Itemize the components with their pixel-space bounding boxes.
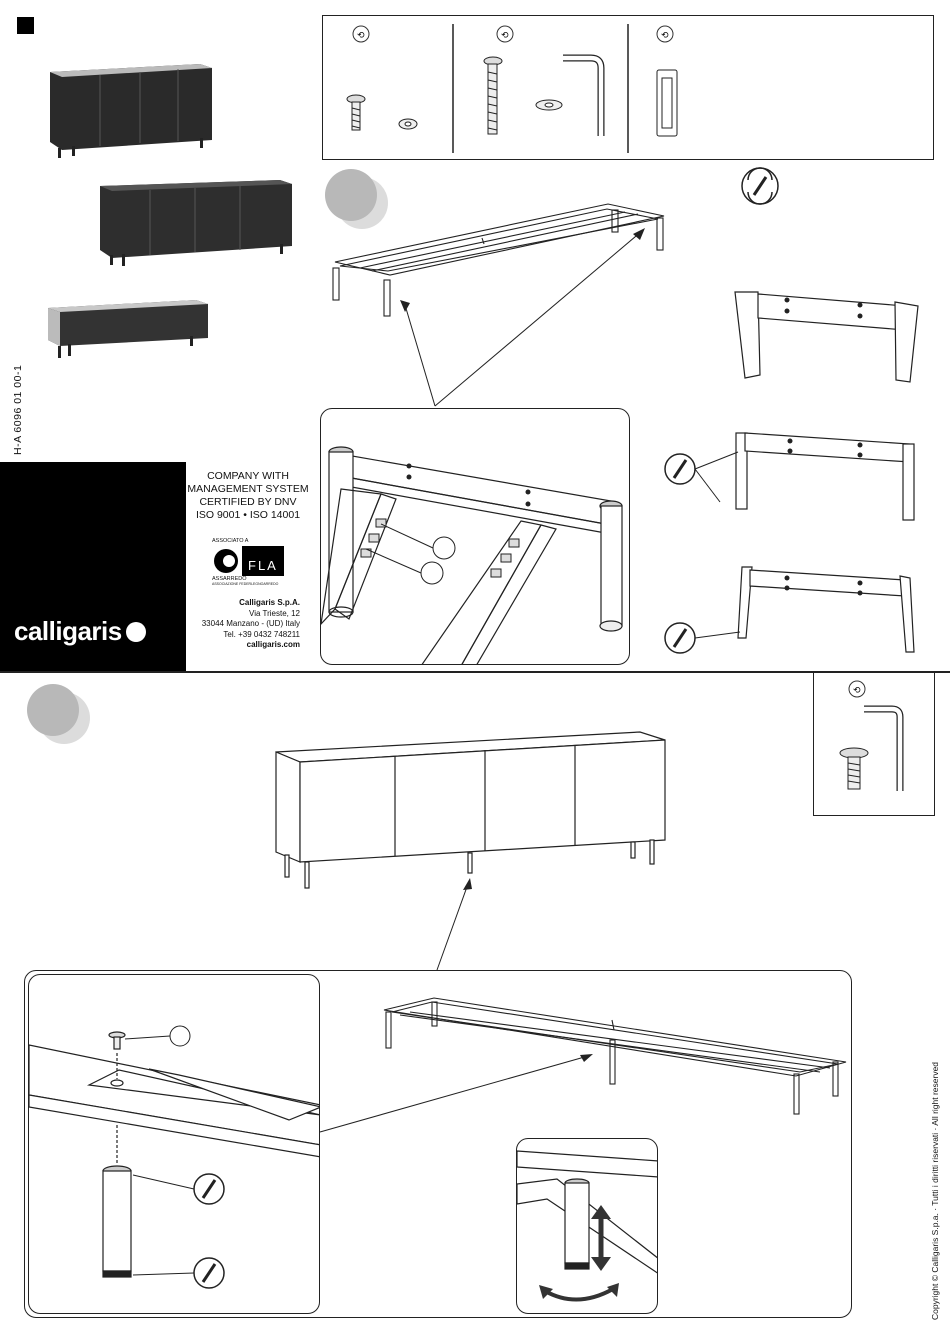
company-city: 33044 Manzano - (UD) Italy xyxy=(201,619,300,628)
company-phone: Tel. +39 0432 748211 xyxy=(223,629,300,639)
wrench-icon: ⟲ xyxy=(656,25,674,43)
company-name: Calligaris S.p.A. xyxy=(239,598,300,607)
fla-top-text: ASSOCIATO A xyxy=(212,538,249,544)
svg-text:⟲: ⟲ xyxy=(853,686,861,696)
allen-key-icon xyxy=(563,54,605,136)
leveling-screw-icon xyxy=(839,747,869,790)
frame-joint-detail xyxy=(320,408,630,665)
sideboard-thumbnail-wide xyxy=(100,180,292,266)
svg-text:⟲: ⟲ xyxy=(661,31,669,41)
leg-attachment-detail xyxy=(28,974,320,1314)
short-screw-icon xyxy=(346,94,366,131)
fla-name: FLA xyxy=(248,558,278,573)
cert-line: MANAGEMENT SYSTEM xyxy=(187,483,309,495)
sideboard-thumbnail-tall xyxy=(50,64,212,158)
washer-icon xyxy=(535,99,563,111)
copyright-notice: Copyright © Calligaris S.p.a. · Tutti i … xyxy=(930,1061,940,1320)
fla-logo: FLA xyxy=(212,546,284,576)
wrench-icon: ⟲ xyxy=(496,25,514,43)
company-web: calligaris.com xyxy=(246,640,300,649)
leveling-pad-icon xyxy=(656,69,678,137)
svg-text:⟲: ⟲ xyxy=(501,31,509,41)
step-circle xyxy=(325,169,377,221)
cert-line: ISO 9001 • ISO 14001 xyxy=(195,509,301,521)
certification-block: COMPANY WITH MANAGEMENT SYSTEM CERTIFIED… xyxy=(186,470,310,522)
hardware-parts-box: ⟲ ⟲ ⟲ xyxy=(322,15,934,160)
brand-panel xyxy=(0,462,186,672)
logo-mark-icon xyxy=(125,622,146,642)
svg-text:⟲: ⟲ xyxy=(357,31,365,41)
fla-bottom-text: ASSARREDO xyxy=(212,576,247,582)
washer-icon xyxy=(398,118,418,130)
long-screw-icon xyxy=(483,56,503,135)
company-street: Via Trieste, 12 xyxy=(249,608,300,618)
section-divider xyxy=(0,671,950,673)
wrench-icon: ⟲ xyxy=(352,25,370,43)
cert-line: COMPANY WITH xyxy=(207,470,289,482)
double-arrow-icon xyxy=(591,1205,611,1271)
company-address: Calligaris S.p.A. Via Trieste, 12 33044 … xyxy=(186,598,300,651)
rotate-icon xyxy=(664,453,696,485)
allen-key-icon xyxy=(864,705,904,791)
cert-line: CERTIFIED BY DNV xyxy=(199,496,297,508)
step-circle xyxy=(27,684,79,736)
leveling-detail xyxy=(516,1138,658,1314)
wrench-icon: ⟲ xyxy=(848,680,866,698)
step-2-hardware-box: ⟲ xyxy=(813,672,935,816)
logo-text: calligaris xyxy=(14,616,122,646)
calligaris-logo: calligaris xyxy=(14,616,146,647)
page-marker xyxy=(17,17,34,34)
product-thumbnails xyxy=(48,64,292,358)
sideboard-thumbnail-low xyxy=(48,300,208,358)
fla-badge: ASSOCIATO A FLA ASSARREDO ASSOCIAZIONE F… xyxy=(212,538,284,586)
fla-sub-text: ASSOCIAZIONE FEDERLEGNOARREDO xyxy=(212,582,279,586)
